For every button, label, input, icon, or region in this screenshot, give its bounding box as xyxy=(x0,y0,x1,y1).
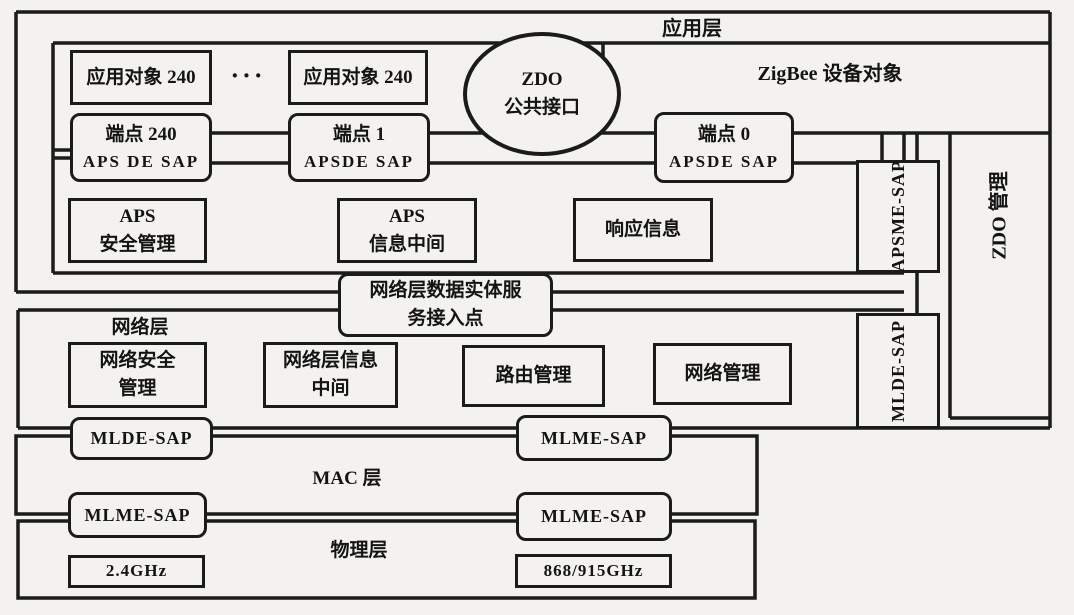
nlde-sap-line1: 网络层数据实体服 xyxy=(369,280,522,302)
network-security-line1: 网络安全 xyxy=(99,350,176,372)
mlde-sap-left-label: MLDE-SAP xyxy=(90,428,193,449)
mlme-sap-phy-right-label: MLME-SAP xyxy=(541,506,647,527)
network-security-line2: 管理 xyxy=(118,378,157,399)
freq-2-4ghz-box: 2.4GHz xyxy=(68,555,205,588)
endpoint-1-label: 端点 1 xyxy=(332,123,386,145)
network-message-line2: 中间 xyxy=(311,378,350,399)
zigbee-device-object-label: ZigBee 设备对象 xyxy=(757,62,903,85)
nlde-sap-box: 网络层数据实体服 务接入点 xyxy=(338,273,553,337)
mlme-sap-phy-left-label: MLME-SAP xyxy=(84,504,191,525)
freq-868-915ghz-label: 868/915GHz xyxy=(543,560,644,580)
response-info-label: 响应信息 xyxy=(604,219,681,241)
network-management-label: 网络管理 xyxy=(684,363,761,385)
app-object-2-box: 应用对象 240 xyxy=(288,50,428,105)
mlde-sap-left-box: MLDE-SAP xyxy=(70,417,213,460)
zdo-label: ZDO xyxy=(521,69,563,91)
routing-management-box: 路由管理 xyxy=(462,345,605,407)
phy-layer-title: 物理层 xyxy=(330,540,388,561)
aps-security-line2: 安全管理 xyxy=(99,233,176,255)
mlme-sap-mac-box: MLME-SAP xyxy=(516,415,672,461)
freq-868-915ghz-box: 868/915GHz xyxy=(515,554,672,588)
network-security-box: 网络安全 管理 xyxy=(68,342,207,408)
mlme-sap-mac-label: MLME-SAP xyxy=(541,427,647,448)
aps-security-line1: APS xyxy=(119,205,156,227)
ellipsis-dots: ··· xyxy=(230,61,266,90)
app-object-2-label: 应用对象 240 xyxy=(303,66,413,88)
zdo-public-interface-label: 公共接口 xyxy=(503,97,580,118)
aps-message-line2: 信息中间 xyxy=(368,233,445,255)
endpoint-0-label: 端点 0 xyxy=(697,123,751,145)
endpoint-240-label: 端点 240 xyxy=(105,123,177,145)
mlme-sap-phy-left-box: MLME-SAP xyxy=(68,492,207,538)
nlde-sap-line2: 务接入点 xyxy=(407,308,484,329)
mlme-sap-phy-right-box: MLME-SAP xyxy=(516,492,672,541)
response-info-box: 响应信息 xyxy=(573,198,713,262)
zdo-public-interface-ellipse: ZDO 公共接口 xyxy=(475,62,609,126)
app-object-1-box: 应用对象 240 xyxy=(70,50,212,105)
zdo-management-column: ZDO 管理 xyxy=(950,135,1050,295)
routing-management-label: 路由管理 xyxy=(495,365,572,387)
apsme-sap-label: APSME-SAP xyxy=(887,160,908,273)
aps-message-line1: APS xyxy=(389,205,425,227)
endpoint-1-box: 端点 1 APSDE SAP xyxy=(288,113,430,182)
endpoint-0-box: 端点 0 APSDE SAP xyxy=(654,112,794,183)
mlde-sap-right-label: MLDE-SAP xyxy=(887,320,908,422)
mac-layer-title: MAC 层 xyxy=(312,468,382,489)
apsme-sap-box: APSME-SAP xyxy=(856,160,940,273)
endpoint-240-sap-label: APS DE SAP xyxy=(82,151,200,171)
app-object-1-label: 应用对象 240 xyxy=(86,66,196,88)
mlde-sap-right-box: MLDE-SAP xyxy=(856,313,940,429)
network-message-line1: 网络层信息 xyxy=(282,350,378,372)
network-management-box: 网络管理 xyxy=(653,343,792,405)
network-layer-title: 网络层 xyxy=(111,316,169,338)
aps-message-box: APS 信息中间 xyxy=(337,198,477,263)
endpoint-240-box: 端点 240 APS DE SAP xyxy=(70,113,212,182)
application-layer-title: 应用层 xyxy=(662,18,722,40)
network-message-box: 网络层信息 中间 xyxy=(263,342,398,408)
zdo-management-label: ZDO 管理 xyxy=(988,170,1011,260)
endpoint-0-sap-label: APSDE SAP xyxy=(668,151,780,171)
freq-2-4ghz-label: 2.4GHz xyxy=(105,561,168,581)
aps-security-box: APS 安全管理 xyxy=(68,198,207,263)
endpoint-1-sap-label: APSDE SAP xyxy=(303,151,415,171)
